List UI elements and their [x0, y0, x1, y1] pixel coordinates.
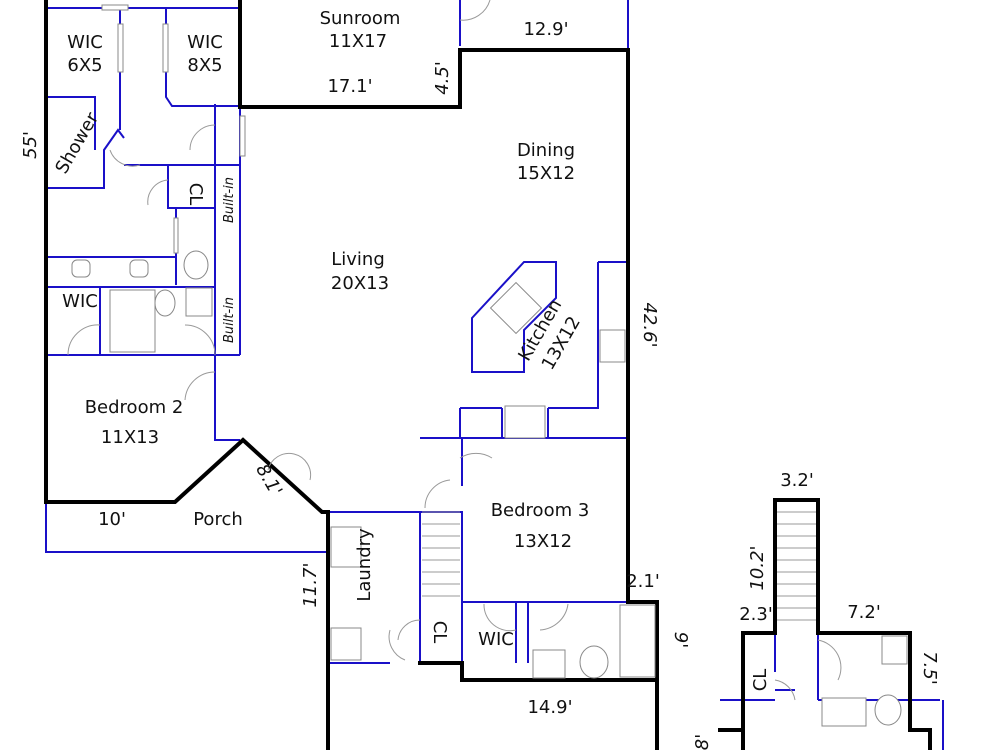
doors [67, 0, 842, 701]
room-name: Living [331, 249, 385, 270]
room-size: 20X13 [331, 273, 389, 294]
stairs [422, 511, 816, 621]
toilet-icon [154, 289, 176, 317]
room-name: Bedroom 2 [85, 397, 184, 418]
room-size: 6X5 [67, 55, 102, 76]
room-name: Sunroom [320, 8, 401, 29]
room-size: 11X17 [329, 31, 387, 52]
window [101, 4, 129, 11]
bathtub-icon [109, 289, 156, 353]
room-size: 13X12 [514, 531, 572, 552]
dimension-label: 12.9' [523, 19, 568, 40]
toilet-icon [579, 645, 609, 679]
dimension-label: 7.2' [847, 602, 881, 623]
dimension-label: 7.5' [919, 651, 940, 685]
dimension-label: 10' [98, 509, 126, 530]
room-name: Dining [517, 140, 575, 161]
toilet-icon [874, 694, 902, 726]
dimension-label: 9' [670, 632, 691, 648]
interior-walls [45, 0, 944, 750]
washer-icon [330, 526, 362, 568]
room-size: 8X5 [187, 55, 222, 76]
room-size: 15X12 [517, 163, 575, 184]
room-name: Laundry [354, 528, 375, 602]
stove-icon [599, 329, 626, 363]
dimension-label: 14.9' [527, 697, 572, 718]
dimension-label: 17.1' [327, 76, 372, 97]
shower-icon [619, 604, 656, 678]
room-name: WIC [62, 291, 98, 312]
sliding-door [117, 23, 124, 73]
dimension-label: 55' [20, 131, 41, 159]
room-name: CL [750, 669, 771, 692]
sink-icon [185, 287, 213, 317]
dimension-label: 11.7' [300, 562, 321, 607]
room-name: WIC [478, 629, 514, 650]
dryer-icon [330, 627, 362, 661]
sink-icon [71, 259, 91, 278]
room-name: CL [429, 621, 450, 644]
sink-icon [129, 259, 149, 278]
room-name: Porch [193, 509, 243, 530]
kitchen-sink-icon [489, 281, 543, 335]
dimension-label: 8' [692, 734, 713, 750]
sink-icon [532, 649, 566, 679]
window [239, 115, 246, 157]
room-name: CL [185, 183, 206, 206]
room-name: Bedroom 3 [491, 500, 590, 521]
dimension-label: 10.2' [747, 545, 768, 590]
toilet-icon [183, 250, 209, 280]
room-size: 11X13 [101, 427, 159, 448]
dimension-label: 2.3' [739, 604, 773, 625]
dimension-label: 42.6' [639, 302, 660, 347]
dimension-label: 2.1' [626, 571, 660, 592]
dimension-label: 3.2' [780, 470, 814, 491]
room-labels: WIC 6X5 WIC 8X5 Sunroom 11X17 Shower Din… [51, 8, 771, 691]
room-name: WIC [67, 32, 103, 53]
exterior-walls [44, 0, 932, 750]
room-name: Built-in [222, 297, 237, 343]
dimension-labels: 55' 12.9' 17.1' 4.5' 42.6' 8.1' 10' 11.7… [20, 19, 940, 750]
room-name: WIC [187, 32, 223, 53]
sink-icon [881, 635, 908, 665]
dimension-label: 8.1' [251, 460, 286, 500]
sliding-door [173, 217, 179, 254]
room-name: Built-in [222, 177, 237, 223]
dimension-label: 4.5' [432, 61, 453, 95]
shower-icon [821, 697, 867, 727]
sliding-door [162, 23, 169, 73]
fridge-icon [504, 405, 546, 439]
fixtures [71, 250, 908, 727]
